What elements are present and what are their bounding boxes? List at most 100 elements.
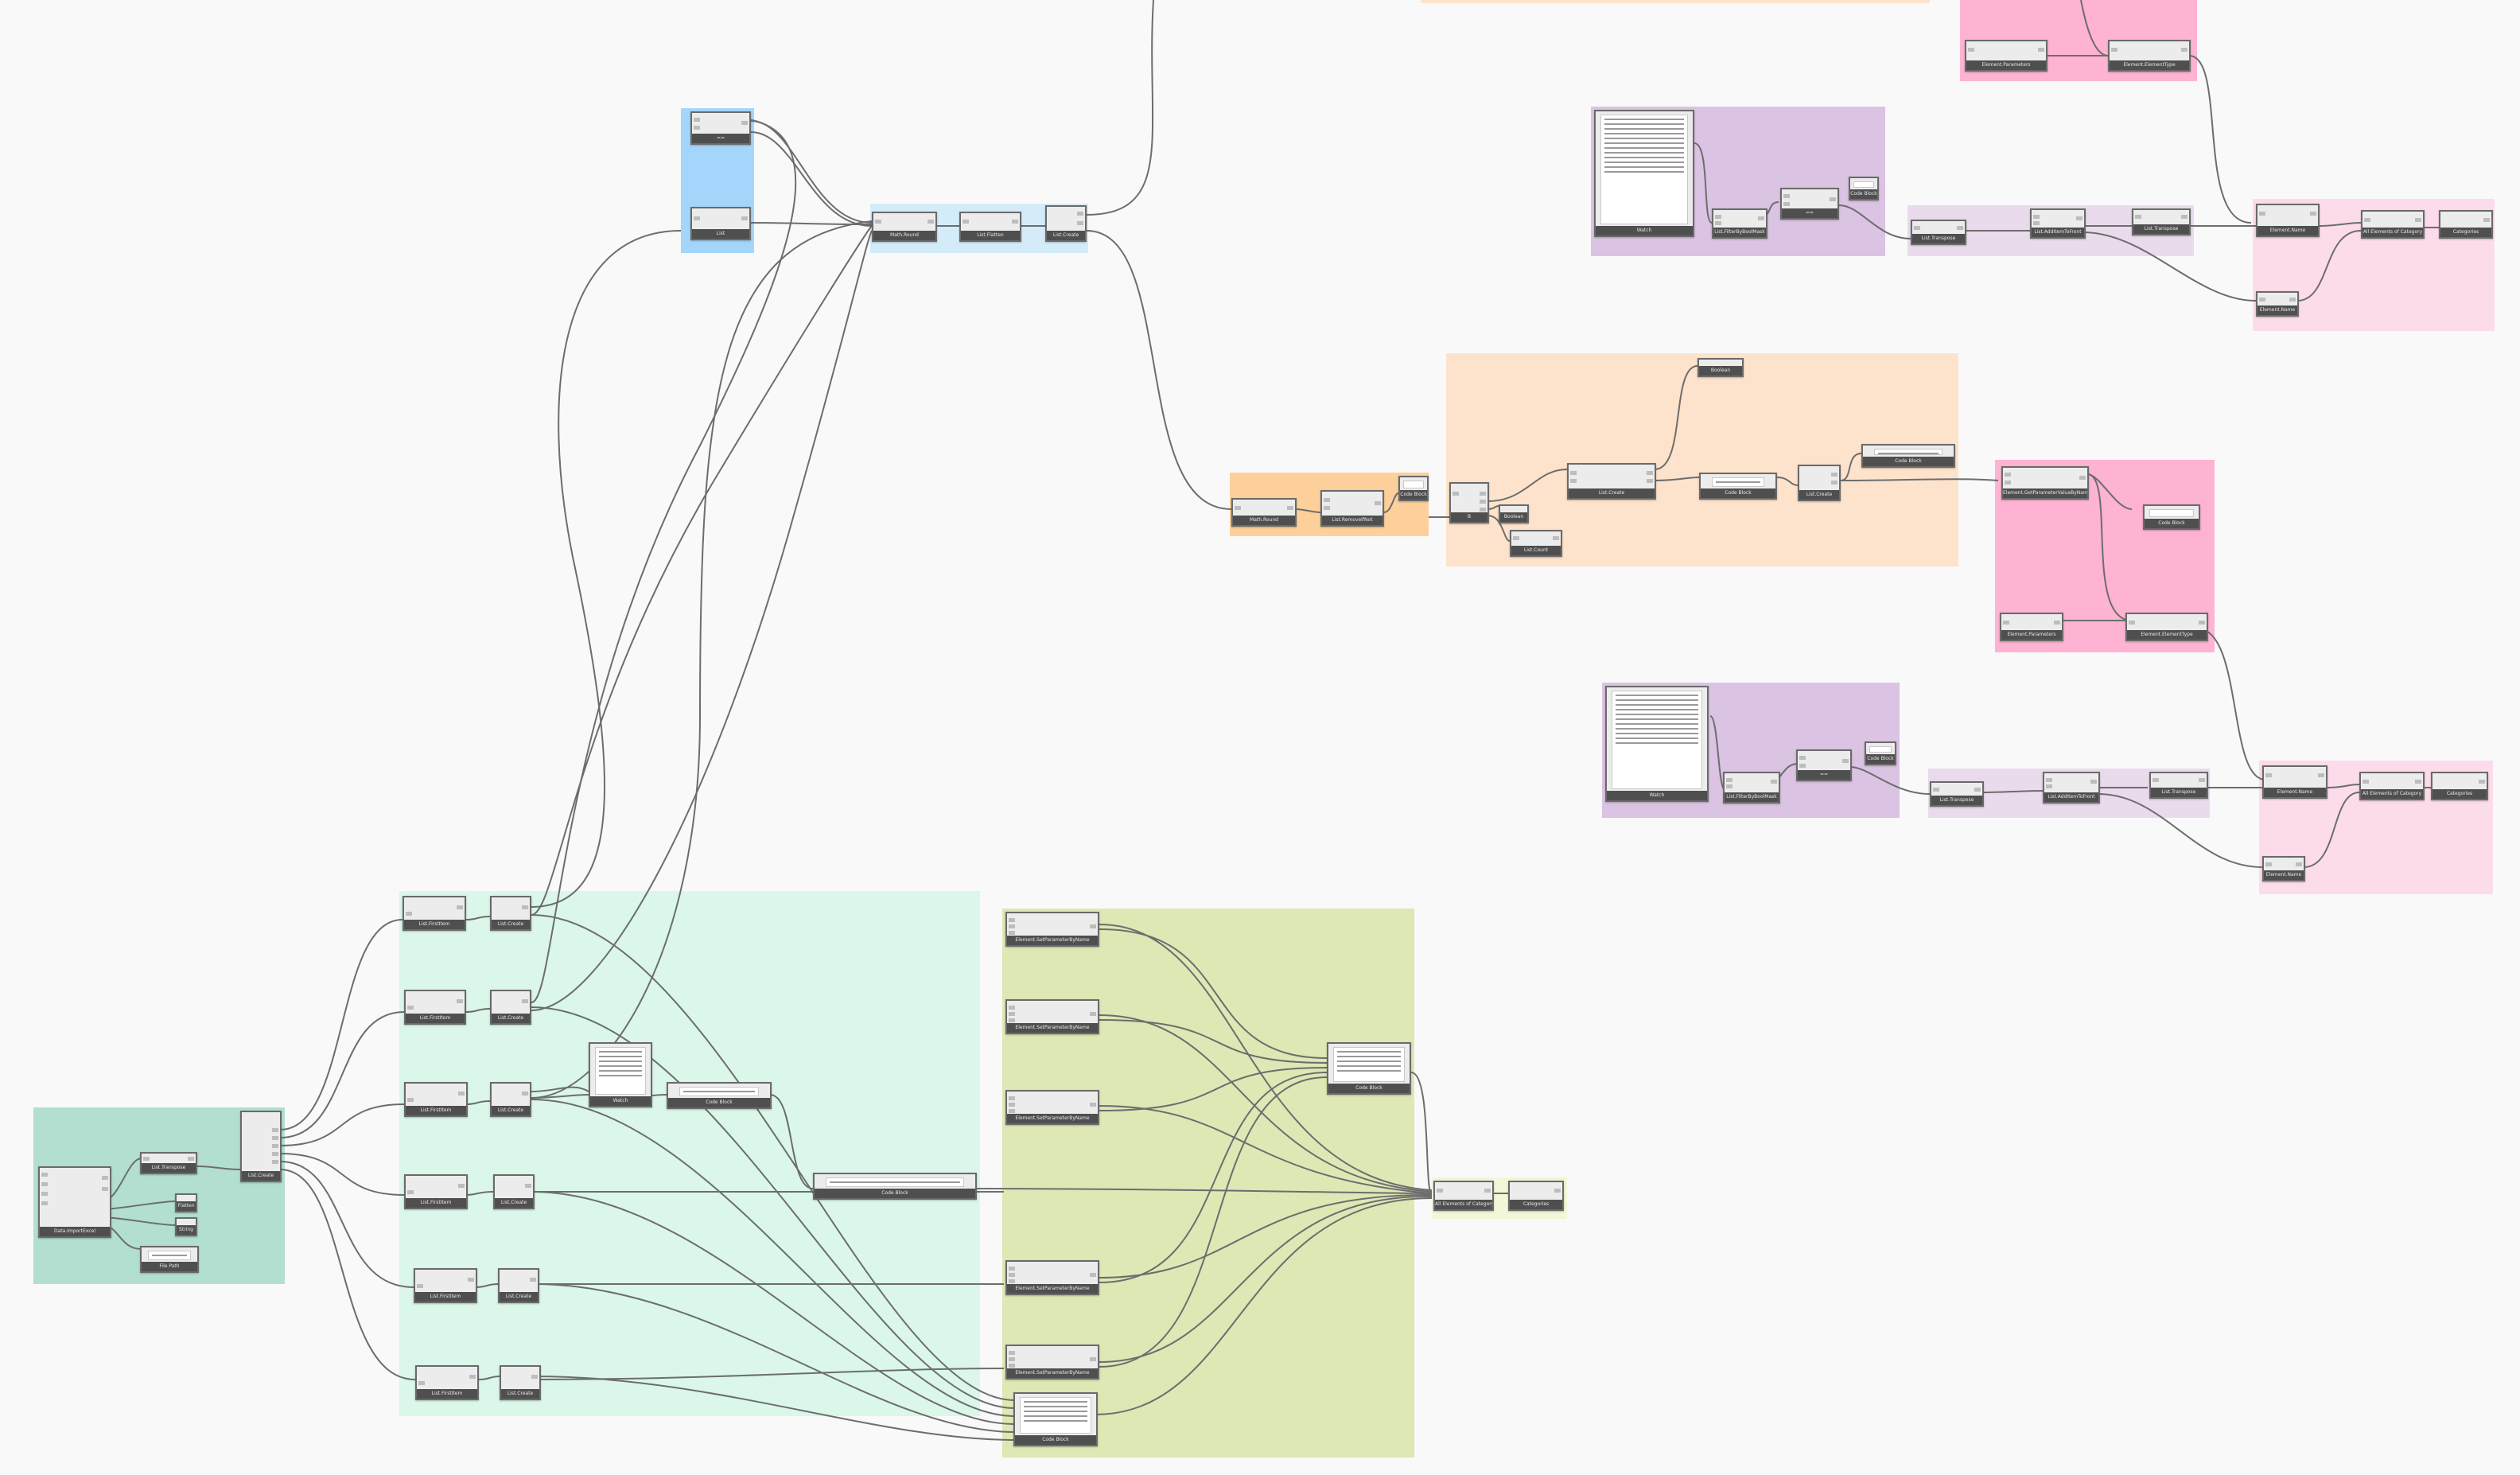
node-list-first-item-3[interactable]: List.FirstItem bbox=[404, 1082, 468, 1117]
node-list-count[interactable]: List.Count bbox=[1510, 530, 1562, 557]
node-watch-top[interactable]: Watch bbox=[1594, 110, 1694, 237]
node-code-block-pink[interactable]: Code Block bbox=[2143, 504, 2200, 530]
node-title: Code Block bbox=[1328, 1084, 1410, 1093]
node-watch-bottom[interactable]: Watch bbox=[1605, 686, 1709, 802]
node-equals-purple-bottom[interactable]: == bbox=[1796, 749, 1852, 781]
node-title: String bbox=[177, 1225, 196, 1235]
node-title: Boolean bbox=[1500, 512, 1527, 522]
node-element-element-type-top[interactable]: Element.ElementType bbox=[2108, 40, 2191, 72]
node-equals-top[interactable]: == bbox=[690, 111, 751, 145]
node-title: All Elements of Category bbox=[2362, 228, 2423, 237]
node-list-first-item-4[interactable]: List.FirstItem bbox=[404, 1174, 468, 1209]
node-code-block-peach[interactable]: Code Block bbox=[1699, 473, 1777, 500]
node-string[interactable]: String bbox=[175, 1217, 197, 1236]
node-list-create-3[interactable]: List.Create bbox=[490, 1082, 531, 1117]
node-list-transpose-bottom-2[interactable]: List.Transpose bbox=[2149, 772, 2208, 799]
node-list-create-6[interactable]: List.Create bbox=[500, 1365, 541, 1400]
node-code-block-purple-top[interactable]: Code Block bbox=[1849, 177, 1879, 200]
node-set-parameter-3[interactable]: Element.SetParameterByName bbox=[1005, 1090, 1099, 1125]
node-title: Element.ElementType bbox=[2127, 630, 2207, 640]
node-code-block-purple-bottom[interactable]: Code Block bbox=[1865, 741, 1896, 765]
node-title: List.AddItemToFront bbox=[2032, 228, 2084, 237]
node-watch-mid[interactable]: Watch bbox=[589, 1042, 652, 1107]
node-element-name-top-1[interactable]: Element.Name bbox=[2256, 204, 2320, 237]
node-flatten[interactable]: Flatten bbox=[175, 1193, 197, 1212]
node-list-transpose-top-1[interactable]: List.Transpose bbox=[1911, 220, 1966, 245]
node-filter-by-bool-mask-bottom[interactable]: List.FilterByBoolMask bbox=[1723, 772, 1780, 804]
node-set-parameter-1[interactable]: Element.SetParameterByName bbox=[1005, 912, 1099, 947]
node-math-round-orange[interactable]: Math.Round bbox=[1231, 498, 1297, 527]
node-list-create-2[interactable]: List.Create bbox=[490, 990, 531, 1025]
node-all-elements-of-category-top[interactable]: All Elements of Category bbox=[2361, 210, 2425, 239]
node-categories-bottom[interactable]: Categories bbox=[1508, 1181, 1564, 1211]
node-list-create-5[interactable]: List.Create bbox=[498, 1268, 539, 1303]
node-boolean-2[interactable]: Boolean bbox=[1698, 358, 1744, 377]
node-title: List bbox=[692, 229, 749, 239]
node-code-block-mid[interactable]: Code Block bbox=[667, 1082, 772, 1109]
node-list-first-item-2[interactable]: List.FirstItem bbox=[404, 990, 466, 1025]
node-list-create-1[interactable]: List.Create bbox=[490, 896, 531, 931]
node-list-create-top[interactable]: List.Create bbox=[1045, 205, 1087, 242]
node-title: List.Create bbox=[492, 920, 530, 929]
node-list-create-peach[interactable]: List.Create bbox=[1567, 463, 1656, 500]
node-element-name-bottom-2[interactable]: Element.Name bbox=[2262, 856, 2305, 881]
node-all-elements-of-category-bottom-right[interactable]: All Elements of Category bbox=[2359, 772, 2425, 800]
node-title: Element.Name bbox=[2264, 788, 2326, 797]
node-title: List.Create bbox=[1799, 490, 1839, 500]
node-data-import-excel[interactable]: Data.ImportExcel bbox=[38, 1166, 111, 1238]
group-peach-top-edge bbox=[1421, 0, 1930, 3]
node-code-block-olive-right[interactable]: Code Block bbox=[1327, 1042, 1411, 1095]
node-code-block-orange[interactable]: Code Block bbox=[1398, 476, 1429, 501]
node-title: Element.Parameters bbox=[1966, 60, 2046, 70]
node-set-parameter-4[interactable]: Element.SetParameterByName bbox=[1005, 1260, 1099, 1295]
node-title: List.Transpose bbox=[1931, 796, 1982, 805]
node-element-parameters-top[interactable]: Element.Parameters bbox=[1965, 40, 2048, 72]
node-list-create-main[interactable]: List.Create bbox=[240, 1111, 282, 1182]
node-math-round-top[interactable]: Math.Round bbox=[872, 212, 937, 242]
node-set-parameter-2[interactable]: Element.SetParameterByName bbox=[1005, 999, 1099, 1034]
node-element-element-type[interactable]: Element.ElementType bbox=[2125, 613, 2208, 641]
node-title: List.Transpose bbox=[2151, 788, 2207, 797]
node-set-parameter-5[interactable]: Element.SetParameterByName bbox=[1005, 1345, 1099, 1380]
node-list-transpose-bottom-1[interactable]: List.Transpose bbox=[1930, 781, 1984, 807]
node-title: List.Transpose bbox=[1912, 234, 1965, 243]
node-b-input[interactable]: B bbox=[1449, 482, 1489, 523]
node-filter-by-bool-mask-top[interactable]: List.FilterByBoolMask bbox=[1712, 208, 1768, 239]
node-element-parameters[interactable]: Element.Parameters bbox=[2000, 613, 2063, 641]
node-list-create-peach-2[interactable]: List.Create bbox=[1798, 465, 1841, 501]
node-list-first-item-1[interactable]: List.FirstItem bbox=[402, 896, 466, 931]
node-title: Math.Round bbox=[873, 231, 935, 240]
node-title: Code Block bbox=[1701, 488, 1775, 498]
node-title: Element.Name bbox=[2258, 306, 2297, 315]
node-categories-top[interactable]: Categories bbox=[2439, 210, 2493, 239]
node-list-create-4[interactable]: List.Create bbox=[493, 1174, 535, 1209]
node-list-first-item-5[interactable]: List.FirstItem bbox=[414, 1268, 477, 1303]
node-all-elements-of-category-bottom[interactable]: All Elements of Category bbox=[1433, 1181, 1494, 1211]
node-element-name-top-2[interactable]: Element.Name bbox=[2256, 291, 2299, 317]
node-equals-purple-top[interactable]: == bbox=[1780, 188, 1839, 220]
node-title: Code Block bbox=[1400, 490, 1427, 500]
node-title: List.FirstItem bbox=[404, 920, 465, 929]
node-title: List.Create bbox=[495, 1198, 533, 1208]
node-element-name-bottom-1[interactable]: Element.Name bbox=[2262, 765, 2328, 799]
node-code-block-peach-2[interactable]: Code Block bbox=[1861, 444, 1955, 468]
node-file-path[interactable]: File Path bbox=[140, 1246, 199, 1273]
node-list-transpose-top-2[interactable]: List.Transpose bbox=[2132, 208, 2191, 235]
node-list-flatten-top[interactable]: List.Flatten bbox=[959, 212, 1021, 242]
node-list-bottom-blue[interactable]: List bbox=[690, 207, 751, 240]
node-get-parameter-value[interactable]: Element.GetParameterValueByName bbox=[2001, 466, 2089, 500]
node-list-add-item-to-front-top[interactable]: List.AddItemToFront bbox=[2030, 208, 2086, 239]
node-title: Flatten bbox=[177, 1201, 196, 1211]
node-code-block-long[interactable]: Code Block bbox=[813, 1173, 977, 1200]
node-list-add-item-to-front-bottom[interactable]: List.AddItemToFront bbox=[2043, 772, 2100, 804]
node-title: Boolean bbox=[1699, 366, 1742, 376]
group-list-processing[interactable] bbox=[399, 891, 980, 1416]
node-list-first-item-6[interactable]: List.FirstItem bbox=[415, 1365, 479, 1400]
node-code-block-olive-bottom[interactable]: Code Block bbox=[1013, 1392, 1098, 1446]
node-boolean-1[interactable]: Boolean bbox=[1499, 504, 1529, 523]
node-list-remove-if-not[interactable]: List.RemoveIfNot bbox=[1320, 490, 1384, 527]
node-title: Watch bbox=[1607, 791, 1707, 800]
node-list-transpose[interactable]: List.Transpose bbox=[140, 1152, 197, 1174]
node-categories-bottom-right[interactable]: Categories bbox=[2431, 772, 2488, 800]
